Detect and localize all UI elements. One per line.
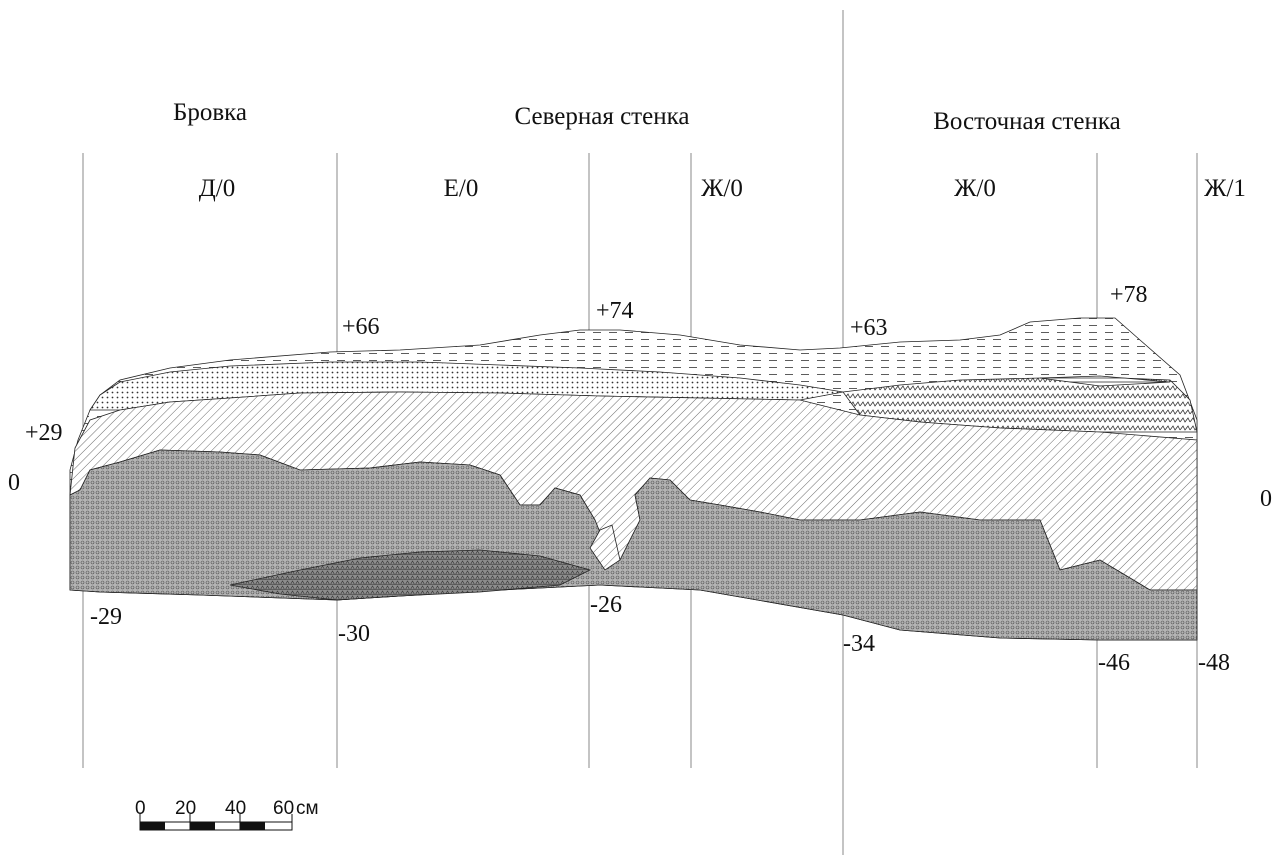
square-label-d0: Д/0 xyxy=(199,175,236,202)
elevation-m29: -29 xyxy=(90,604,122,630)
scale-tick-20: 20 xyxy=(175,798,196,819)
square-label-e0: Е/0 xyxy=(444,175,479,202)
scale-seg-3 xyxy=(240,822,265,830)
square-labels: Д/0 Е/0 Ж/0 Ж/0 Ж/1 xyxy=(199,175,1246,202)
elevation-m30: -30 xyxy=(338,621,370,647)
scale-bar: 0 20 40 60 см xyxy=(135,798,319,831)
elevation-zero-right: 0 xyxy=(1260,486,1272,512)
elevation-m34: -34 xyxy=(843,631,875,657)
elevation-p78: +78 xyxy=(1110,282,1148,308)
section-brovka: Бровка xyxy=(173,99,247,126)
square-label-zh0-east: Ж/0 xyxy=(954,175,996,202)
scale-unit: см xyxy=(296,798,319,819)
section-east-wall: Восточная стенка xyxy=(933,108,1121,135)
scale-seg-1 xyxy=(140,822,165,830)
section-north-wall: Северная стенка xyxy=(515,103,690,130)
layer-patch xyxy=(589,524,621,571)
section-headers: Бровка Северная стенка Восточная стенка xyxy=(173,99,1121,135)
layer-triangles xyxy=(229,549,592,601)
square-label-zh0-north: Ж/0 xyxy=(701,175,743,202)
scale-tick-40: 40 xyxy=(225,798,246,819)
elevation-marks: +29 +66 +74 +63 +78 0 0 -29 -30 -26 -34 … xyxy=(8,282,1272,676)
elevation-m48: -48 xyxy=(1198,650,1230,676)
elevation-p29: +29 xyxy=(25,420,63,446)
elevation-m26: -26 xyxy=(590,592,622,618)
elevation-p74: +74 xyxy=(596,298,634,324)
scale-tick-60: 60 xyxy=(273,798,294,819)
elevation-m46: -46 xyxy=(1098,650,1130,676)
layer-lines-east xyxy=(1039,375,1171,387)
elevation-p66: +66 xyxy=(342,314,380,340)
scale-seg-2 xyxy=(190,822,215,830)
elevation-p63: +63 xyxy=(850,315,888,341)
square-label-zh1: Ж/1 xyxy=(1204,175,1246,202)
elevation-zero-left: 0 xyxy=(8,470,20,496)
profile-layers xyxy=(69,317,1198,641)
scale-tick-0: 0 xyxy=(135,798,146,819)
